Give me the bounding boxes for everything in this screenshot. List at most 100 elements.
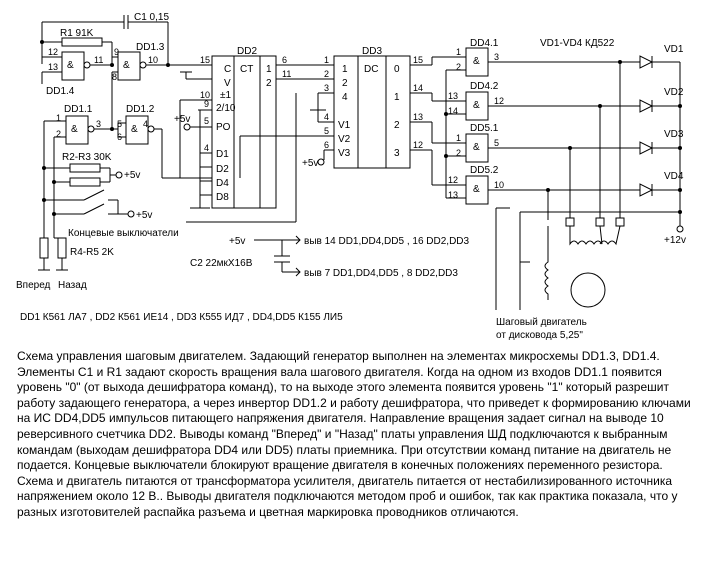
- r4-r5-label: R4-R5 2K: [70, 247, 114, 258]
- dd3-label: DD3: [362, 46, 382, 57]
- svg-text:14: 14: [413, 83, 423, 93]
- svg-text:6: 6: [282, 55, 287, 65]
- svg-text:5: 5: [324, 126, 329, 136]
- generator-section: C1 0,15 R1 91K & 12 13 11 DD1.4 & 9 8 10…: [40, 12, 200, 105]
- svg-text:13: 13: [448, 190, 458, 200]
- svg-text:14: 14: [448, 106, 458, 116]
- svg-text:10: 10: [148, 55, 158, 65]
- dd2-counter: DD2 C CT V ±1 2/10 PO D1 D2 D4 D8 1 2 15…: [174, 46, 318, 209]
- svg-text:&: &: [67, 60, 74, 71]
- svg-text:1: 1: [324, 55, 329, 65]
- svg-text:D2: D2: [216, 164, 229, 175]
- driver-gates: DD4.1 DD4.2 DD5.1 DD5.2 & & & & 1 2 3 13…: [431, 38, 540, 205]
- r5-resistor: [57, 237, 67, 259]
- motor-winding-b: [599, 225, 621, 246]
- svg-text:2: 2: [456, 62, 461, 72]
- svg-text:13: 13: [413, 112, 423, 122]
- svg-text:&: &: [71, 124, 78, 135]
- svg-text:&: &: [473, 100, 480, 111]
- svg-text:4: 4: [324, 112, 329, 122]
- vd4-label: VD4: [664, 171, 684, 182]
- plus5v-r2r3: +5v: [124, 170, 140, 181]
- dd3-decoder: DD3 DC 1 2 4 V1 V2 V3 0 1 2 3 1 2 3 4 5 …: [186, 46, 432, 223]
- plus5v-power: +5v: [229, 236, 245, 247]
- svg-text:10: 10: [200, 90, 210, 100]
- svg-text:4: 4: [204, 143, 209, 153]
- svg-text:5: 5: [117, 119, 122, 129]
- svg-text:&: &: [473, 56, 480, 67]
- svg-text:0: 0: [394, 64, 400, 75]
- svg-text:2: 2: [394, 120, 400, 131]
- motor-label-2: от дисковода 5,25": [496, 330, 583, 341]
- c2-label: C2 22мкХ16В: [190, 258, 253, 269]
- svg-text:1: 1: [342, 64, 348, 75]
- svg-text:C: C: [224, 64, 231, 75]
- svg-text:V1: V1: [338, 120, 351, 131]
- svg-text:2: 2: [456, 148, 461, 158]
- forward-label: Вперед: [16, 280, 51, 291]
- svg-text:10: 10: [494, 180, 504, 190]
- vd3-diode: [639, 141, 654, 155]
- vd-title: VD1-VD4 КД522: [540, 38, 615, 49]
- svg-text:2: 2: [266, 78, 272, 89]
- svg-text:9: 9: [114, 47, 119, 57]
- svg-text:5: 5: [494, 138, 499, 148]
- motor-rotor: [570, 272, 606, 308]
- dd1-2-label: DD1.2: [126, 104, 155, 115]
- svg-text:V3: V3: [338, 148, 351, 159]
- svg-text:2: 2: [342, 78, 348, 89]
- dd4-1-label: DD4.1: [470, 38, 499, 49]
- svg-text:3: 3: [494, 52, 499, 62]
- motor-label-1: Шаговый двигатель: [496, 317, 587, 328]
- dd1-1-label: DD1.1: [64, 104, 93, 115]
- power-plus-note: выв 14 DD1,DD4,DD5 , 16 DD2,DD3: [304, 236, 470, 247]
- r4-resistor: [39, 237, 49, 259]
- power-gnd-note: выв 7 DD1,DD4,DD5 , 8 DD2,DD3: [304, 268, 458, 279]
- c1-label: C1 0,15: [134, 12, 169, 23]
- r3-resistor: [69, 177, 101, 187]
- svg-text:1: 1: [56, 113, 61, 123]
- svg-text:D8: D8: [216, 192, 229, 203]
- svg-text:2: 2: [56, 129, 61, 139]
- svg-text:12: 12: [448, 175, 458, 185]
- svg-text:&: &: [123, 60, 130, 71]
- svg-text:3: 3: [96, 119, 101, 129]
- description-text: Схема управления шаговым двигателем. Зад…: [17, 349, 691, 519]
- svg-text:V2: V2: [338, 134, 351, 145]
- svg-text:12: 12: [494, 96, 504, 106]
- svg-text:13: 13: [48, 62, 58, 72]
- vd1-diode: [639, 55, 654, 69]
- vd1-label: VD1: [664, 44, 684, 55]
- svg-text:&: &: [473, 142, 480, 153]
- svg-text:5: 5: [204, 116, 209, 126]
- dd1-3-label: DD1.3: [136, 42, 165, 53]
- svg-text:1: 1: [456, 133, 461, 143]
- diode-section: VD1-VD4 КД522 VD1 VD2 VD3 VD4 +12v: [495, 38, 686, 310]
- svg-text:8: 8: [112, 72, 117, 82]
- r2-resistor: [69, 163, 101, 173]
- svg-text:DC: DC: [364, 64, 378, 75]
- motor-winding-a: [569, 225, 603, 246]
- vd3-label: VD3: [664, 129, 684, 140]
- stepper-motor-schematic: C1 0,15 R1 91K & 12 13 11 DD1.4 & 9 8 10…: [16, 12, 686, 341]
- svg-text:CT: CT: [240, 64, 253, 75]
- r2-r3-label: R2-R3 30K: [62, 152, 112, 163]
- vd2-label: VD2: [664, 87, 684, 98]
- dd5-1-label: DD5.1: [470, 123, 499, 134]
- svg-text:13: 13: [448, 91, 458, 101]
- svg-text:&: &: [131, 124, 138, 135]
- dd1-4-label: DD1.4: [46, 86, 75, 97]
- svg-text:2: 2: [324, 69, 329, 79]
- svg-text:3: 3: [394, 148, 400, 159]
- parts-list: DD1 К561 ЛА7 , DD2 К561 ИЕ14 , DD3 К555 …: [20, 312, 343, 323]
- svg-text:15: 15: [200, 55, 210, 65]
- svg-text:3: 3: [324, 83, 329, 93]
- svg-text:9: 9: [204, 99, 209, 109]
- dd2-label: DD2: [237, 46, 257, 57]
- limit-switches-label: Концевые выключатели: [68, 228, 179, 239]
- svg-text:1: 1: [456, 47, 461, 57]
- plus12v-label: +12v: [664, 235, 686, 246]
- vd4-diode: [639, 183, 654, 197]
- svg-text:PO: PO: [216, 122, 231, 133]
- svg-text:1: 1: [266, 64, 272, 75]
